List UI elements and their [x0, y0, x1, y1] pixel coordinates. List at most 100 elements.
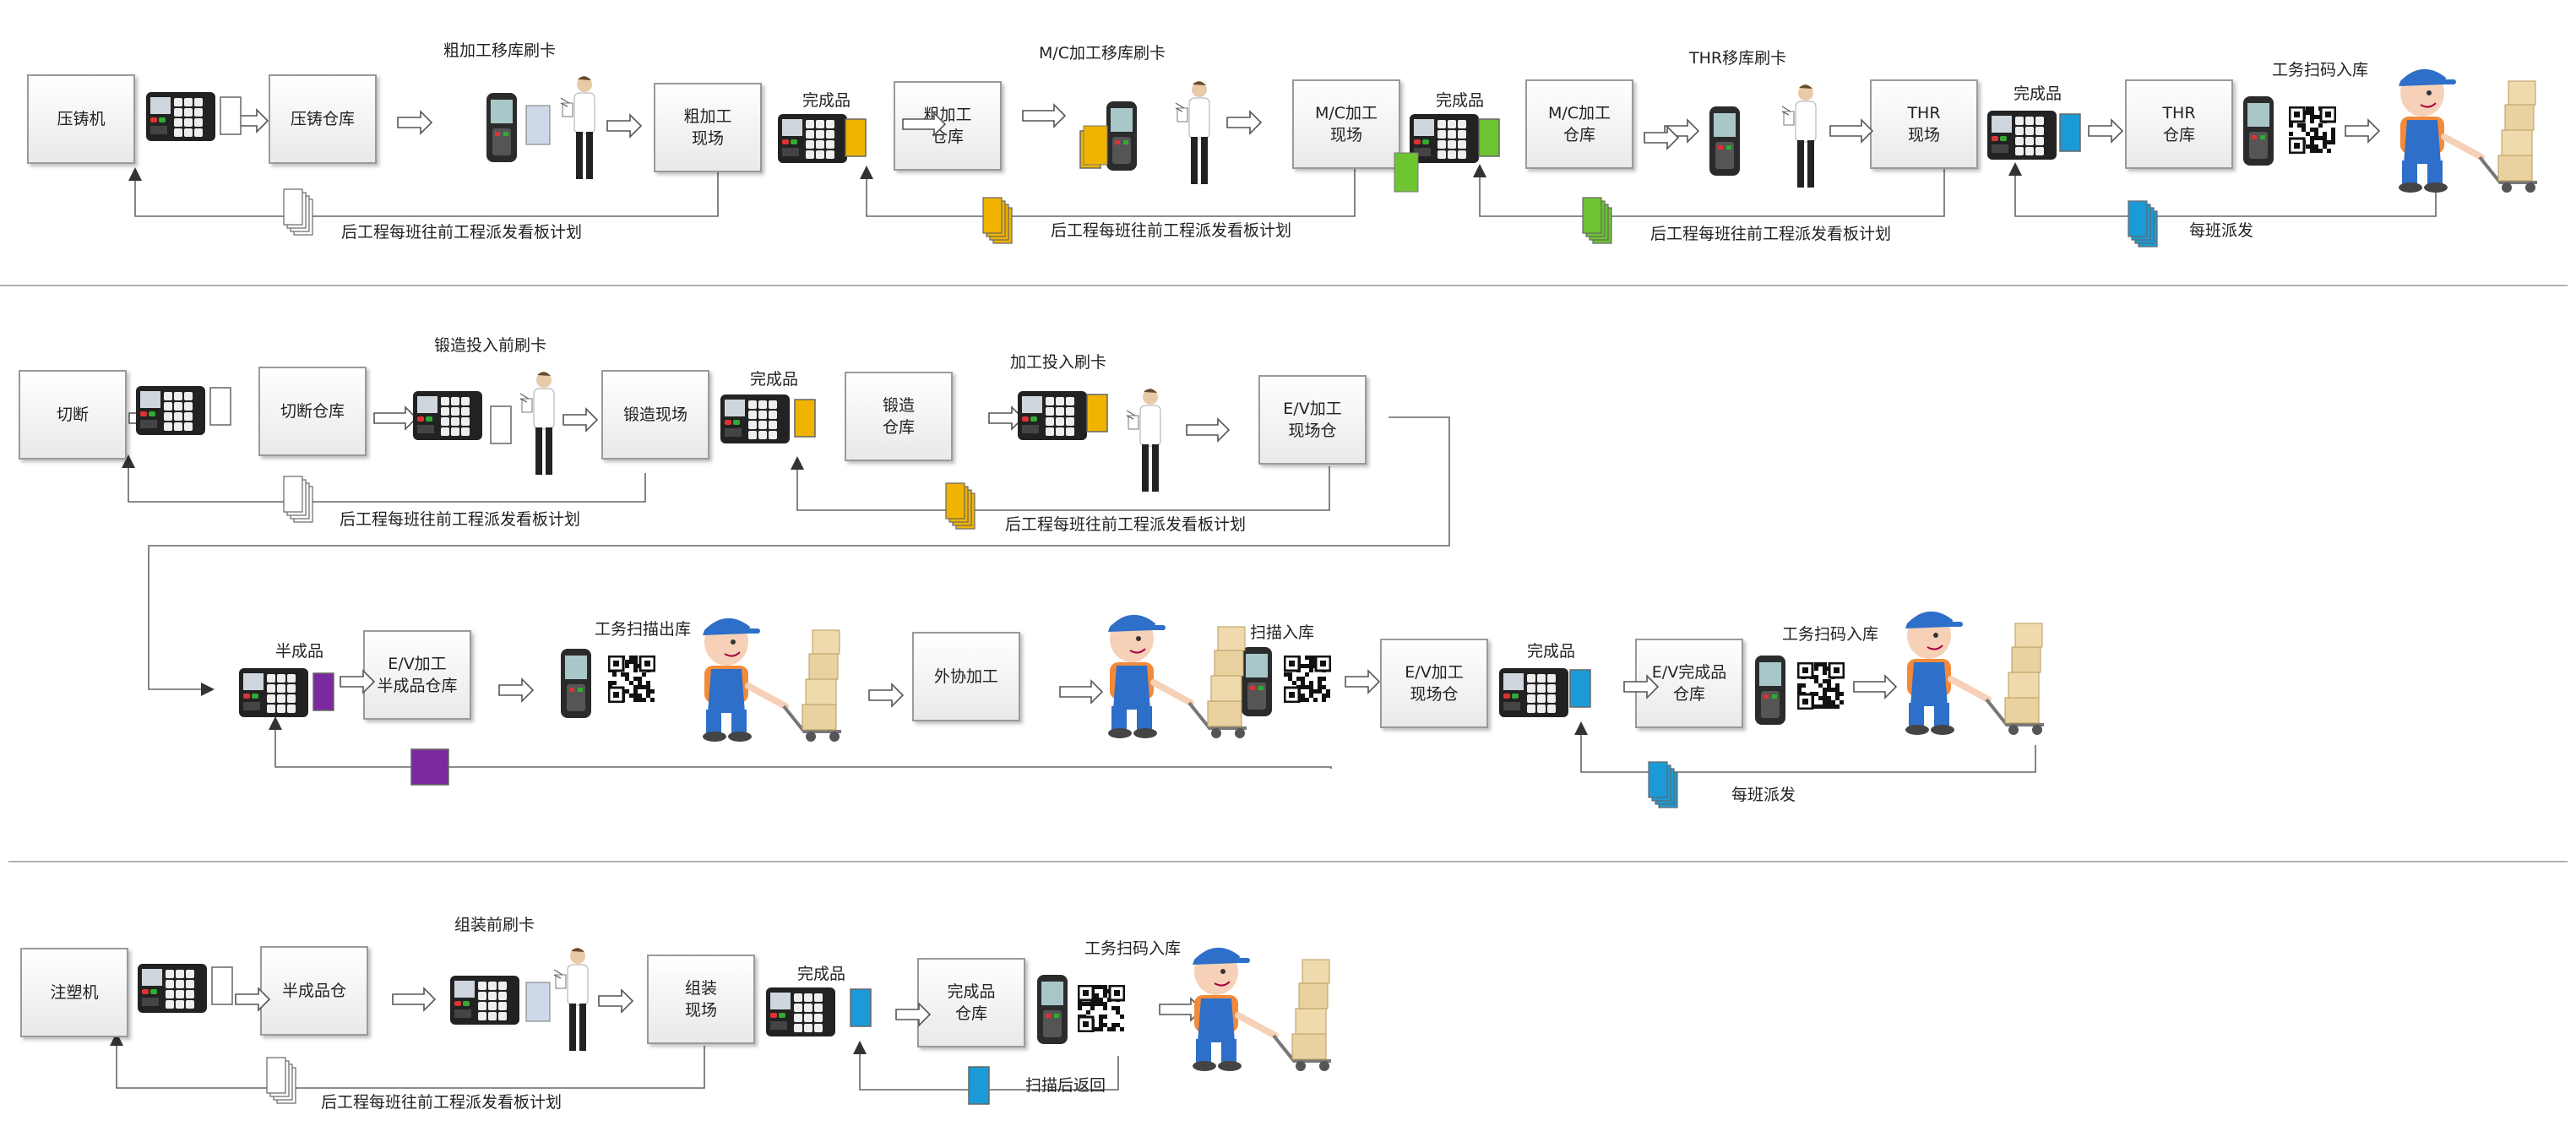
process-box-die-casting: 压铸机 — [27, 74, 135, 164]
hollow-arrow-icon — [606, 113, 643, 139]
label-row2-labels-scan-out: 工务扫描出库 — [595, 620, 692, 639]
hollow-arrow-icon — [1623, 674, 1660, 699]
person-icon — [519, 368, 562, 480]
qr-code-icon — [1283, 655, 1332, 704]
worker-cart-icon — [1880, 598, 2049, 738]
hollow-arrow-icon — [598, 988, 634, 1014]
hollow-arrow-icon — [1345, 669, 1381, 694]
label-row2-labels-machining-input: 加工投入刷卡 — [1010, 353, 1107, 372]
label-row1-labels-per-shift: 每班派发 — [2189, 221, 2254, 240]
label-row2-labels-per-shift: 每班派发 — [1731, 786, 1796, 804]
label-row2-labels-semi-finished: 半成品 — [275, 642, 324, 661]
process-box-die-casting-store: 压铸仓库 — [269, 74, 377, 164]
card-icon — [1478, 118, 1500, 157]
worker-cart-icon — [2373, 56, 2542, 196]
card-reader-icon — [412, 390, 483, 441]
process-box-forging-site: 锻造现场 — [601, 370, 709, 460]
label-row1-labels-thr-transfer: THR移库刷卡 — [1689, 49, 1787, 68]
person-icon — [559, 73, 603, 184]
qr-code-icon — [2288, 106, 2337, 155]
card-icon — [525, 982, 551, 1022]
hollow-arrow-icon — [2345, 118, 2381, 144]
hollow-arrow-icon — [902, 112, 947, 137]
handheld-scanner-icon — [1708, 105, 1742, 177]
card-icon — [490, 405, 512, 444]
process-box-outsourcing: 外协加工 — [912, 632, 1020, 721]
label-row1-labels-scan-in: 工务扫码入库 — [2272, 61, 2369, 79]
card-reader-icon — [145, 91, 216, 142]
label-row3-labels-scan-return: 扫描后返回 — [1025, 1076, 1106, 1095]
card-reader-icon — [765, 987, 836, 1037]
label-row2-labels-kanban-1: 后工程每班往前工程派发看板计划 — [340, 510, 581, 529]
label-row3-labels-kanban: 后工程每班往前工程派发看板计划 — [321, 1093, 562, 1112]
card-icon — [794, 399, 816, 438]
hollow-arrow-icon — [397, 110, 433, 135]
card-reader-icon — [720, 394, 791, 444]
card-icon — [1569, 669, 1591, 708]
kanban-cards-icon — [282, 188, 319, 240]
handheld-scanner-icon — [1035, 973, 1069, 1046]
hollow-arrow-icon — [562, 407, 599, 432]
label-row2-labels-scan-in-2: 工务扫码入库 — [1782, 625, 1879, 644]
card-icon — [211, 966, 233, 1005]
card-icon — [312, 672, 334, 711]
process-box-thr-store: THR 仓库 — [2125, 79, 2233, 169]
card-reader-icon — [1017, 390, 1088, 441]
label-row2-labels-finished-1: 完成品 — [750, 370, 799, 389]
person-icon — [1780, 81, 1824, 193]
hollow-arrow-icon — [1853, 674, 1898, 699]
handheld-scanner-icon — [2242, 95, 2275, 167]
qr-code-icon — [1796, 661, 1845, 710]
process-box-mc-site: M/C加工 现场 — [1292, 79, 1400, 169]
kanban-cards-icon — [1581, 196, 1618, 248]
label-row1-labels-rough-transfer: 粗加工移库刷卡 — [443, 41, 557, 60]
card-reader-icon — [238, 667, 309, 718]
card-icon — [2059, 113, 2081, 152]
kanban-cards-icon — [1647, 760, 1684, 813]
hollow-arrow-icon — [373, 405, 418, 431]
process-box-injection: 注塑机 — [20, 948, 128, 1037]
card-reader-icon — [777, 113, 848, 164]
label-row1-labels-kanban-1: 后工程每班往前工程派发看板计划 — [341, 223, 583, 242]
process-box-forging-store: 锻造 仓库 — [845, 372, 953, 461]
label-row3-labels-finished: 完成品 — [797, 965, 846, 983]
process-box-ev-site-store-2: E/V加工 现场仓 — [1380, 639, 1488, 728]
worker-cart-icon — [677, 605, 846, 745]
person-icon — [1125, 385, 1169, 497]
person-icon — [552, 944, 596, 1056]
process-box-ev-semi-store: E/V加工 半成品仓库 — [363, 630, 471, 720]
process-box-semi-store: 半成品仓 — [260, 946, 368, 1036]
card-reader-icon — [135, 385, 206, 436]
label-row2-labels-finished-2: 完成品 — [1527, 642, 1576, 661]
hollow-arrow-icon — [498, 677, 535, 703]
worker-cart-icon — [1167, 934, 1336, 1074]
card-icon — [850, 988, 872, 1027]
card-icon — [1086, 394, 1108, 432]
label-row1-labels-finished-3: 完成品 — [2014, 84, 2062, 103]
label-row1-labels-kanban-2: 后工程每班往前工程派发看板计划 — [1051, 221, 1292, 240]
handheld-scanner-icon — [1105, 100, 1139, 172]
person-icon — [1174, 78, 1218, 189]
hollow-arrow-icon — [868, 683, 905, 708]
hollow-arrow-icon — [1226, 110, 1263, 135]
label-row1-labels-kanban-3: 后工程每班往前工程派发看板计划 — [1650, 225, 1892, 243]
process-box-cutting-store: 切断仓库 — [258, 367, 367, 456]
handheld-scanner-icon — [1240, 645, 1274, 718]
qr-code-icon — [1077, 984, 1126, 1033]
label-row3-labels-before-assembly: 组装前刷卡 — [454, 916, 535, 934]
qr-code-icon — [607, 655, 656, 704]
hollow-arrow-icon — [392, 987, 437, 1012]
card-reader-icon — [449, 975, 520, 1025]
label-row1-labels-finished-2: 完成品 — [1436, 91, 1485, 110]
card-icon — [845, 118, 867, 157]
process-box-finished-store: 完成品 仓库 — [917, 958, 1025, 1047]
card-icon — [1083, 125, 1108, 166]
card-icon — [1394, 152, 1419, 193]
card-icon — [220, 96, 242, 135]
hollow-arrow-icon — [1644, 125, 1680, 150]
card-reader-icon — [1986, 110, 2057, 160]
process-box-rough-site: 粗加工 现场 — [654, 83, 762, 172]
card-icon — [525, 105, 551, 145]
card-icon — [410, 748, 449, 786]
